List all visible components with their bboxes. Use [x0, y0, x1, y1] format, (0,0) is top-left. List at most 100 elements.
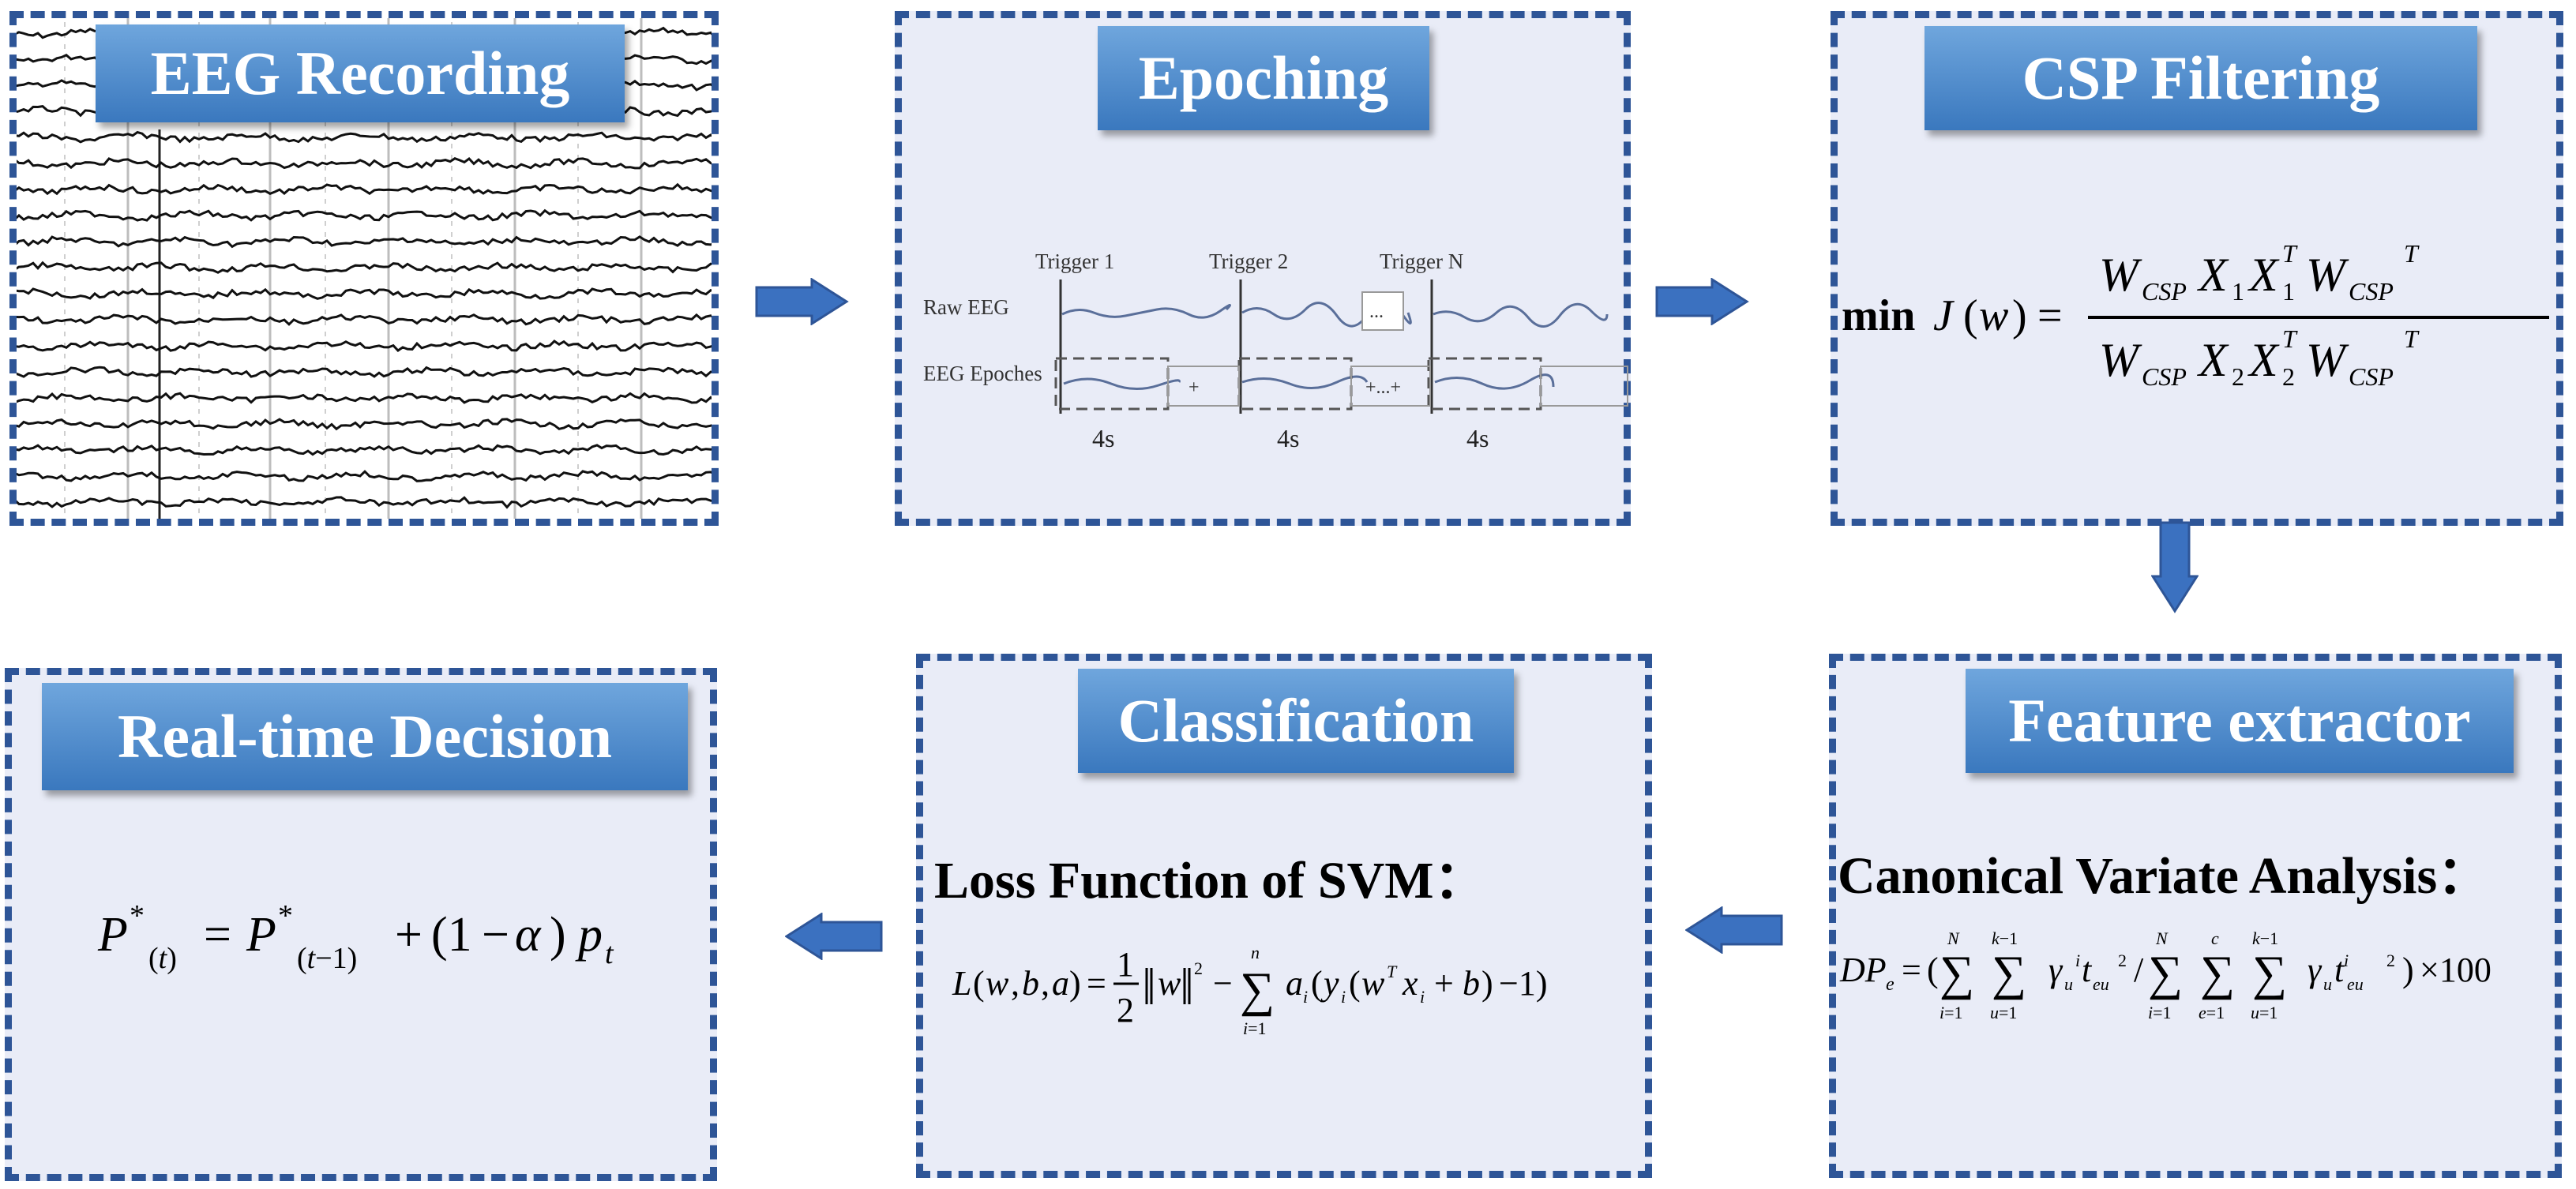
- svg-text:CSP: CSP: [2349, 277, 2394, 306]
- svg-text:γ: γ: [2048, 951, 2063, 989]
- decision-equation: P * (t) = P * (t−1) + (1 − α ) p t: [97, 899, 614, 975]
- real-time-decision-panel: Real-time Decision P * (t) = P * (t−1) +…: [5, 668, 717, 1181]
- svg-text:∑: ∑: [2200, 947, 2235, 1000]
- svg-text:(t−1): (t−1): [297, 942, 357, 975]
- eeg-channel-trace: [17, 339, 712, 352]
- eeg-channel-trace: [17, 470, 712, 482]
- svg-text:,: ,: [1041, 964, 1050, 1003]
- epoching-title-text: Epoching: [1138, 43, 1389, 112]
- svg-text:−1): −1): [1499, 964, 1547, 1003]
- csp-filtering-title: CSP Filtering: [1924, 26, 2477, 130]
- svg-text:): ): [2012, 291, 2027, 340]
- svg-text:e=1: e=1: [2199, 1003, 2225, 1022]
- classification-title: Classification: [1078, 669, 1514, 773]
- eeg-epoches-label: EEG Epoches: [923, 362, 1042, 385]
- svg-text:p: p: [575, 908, 603, 962]
- svg-text:J: J: [1933, 291, 1955, 340]
- svg-text:γ: γ: [2308, 951, 2323, 989]
- svg-text:i: i: [1341, 987, 1346, 1007]
- svg-text:i: i: [1420, 987, 1425, 1007]
- eeg-channel-trace: [17, 313, 712, 326]
- svg-text:X: X: [2247, 249, 2280, 301]
- eeg-channel-trace: [17, 366, 712, 378]
- svg-text:eu: eu: [2347, 974, 2364, 994]
- arrow-down-icon: [2151, 521, 2199, 613]
- arrow-right-icon: [1655, 278, 1749, 325]
- svg-text:1: 1: [1117, 945, 1134, 984]
- svg-text:CSP: CSP: [2349, 362, 2394, 391]
- svg-text:L: L: [952, 964, 971, 1003]
- feature-extractor-title-text: Feature extractor: [2008, 686, 2471, 755]
- eeg-channel-trace: [17, 182, 712, 196]
- svg-text:X: X: [2197, 249, 2229, 301]
- svg-text:1: 1: [2282, 277, 2295, 306]
- cva-equation: DP e = ( ∑ ∑ γ u i t eu 2 / ∑ ∑ ∑ γ u t …: [1839, 928, 2492, 1022]
- feature-extractor-panel: Feature extractor Canonical Variate Anal…: [1829, 654, 2562, 1178]
- plus-sign: +: [1188, 377, 1200, 398]
- svg-text:DP: DP: [1839, 951, 1887, 989]
- epoch-window: [1427, 357, 1542, 411]
- svg-text:∑: ∑: [1992, 947, 2026, 1000]
- svg-text:2: 2: [1194, 958, 1203, 978]
- svg-text:*: *: [278, 899, 293, 932]
- classification-title-text: Classification: [1117, 686, 1474, 755]
- svg-text:2: 2: [2118, 951, 2127, 970]
- real-time-decision-title: Real-time Decision: [42, 683, 688, 790]
- epoching-title: Epoching: [1098, 26, 1429, 130]
- svg-text:): ): [1069, 964, 1081, 1003]
- epoch-duration: 4s: [1277, 424, 1299, 452]
- svg-text:2: 2: [1117, 991, 1134, 1030]
- trigger-label: Trigger 1: [1035, 249, 1114, 273]
- ellipsis-box: [1361, 291, 1404, 331]
- arrow-right-icon: [755, 278, 849, 325]
- epoching-schematic: Trigger 1 Trigger 2 Trigger N Raw EEG EE…: [923, 249, 1628, 452]
- svg-text:(: (: [1349, 964, 1361, 1003]
- eeg-recording-panel: EEG Recording: [9, 11, 719, 526]
- svg-text:W: W: [2306, 249, 2349, 301]
- svg-text:∑: ∑: [1240, 963, 1275, 1017]
- svg-text:(: (: [1311, 964, 1323, 1003]
- svg-text:k−1: k−1: [2252, 928, 2278, 948]
- svg-text:u=1: u=1: [1990, 1003, 2017, 1022]
- svg-text:t: t: [605, 937, 614, 970]
- svg-text:P: P: [246, 908, 276, 962]
- svg-text:i: i: [2344, 951, 2349, 970]
- svg-text:u: u: [2323, 974, 2332, 994]
- real-time-decision-title-text: Real-time Decision: [118, 702, 612, 771]
- eeg-recording-title: EEG Recording: [96, 24, 625, 122]
- svg-text:X: X: [2247, 334, 2280, 386]
- svg-text:i: i: [1303, 987, 1308, 1007]
- svm-loss-equation: L ( w , b , a ) = 1 2 w 2 − ∑ a i ( y i …: [952, 943, 1547, 1038]
- canonical-variate-label: Canonical Variate Analysis：: [1838, 847, 2490, 905]
- eeg-channel-trace: [17, 235, 712, 249]
- svg-text:1: 1: [2232, 277, 2244, 306]
- svg-text:i=1: i=1: [1243, 1018, 1267, 1038]
- svg-text:−: −: [1213, 964, 1233, 1003]
- svg-text:(: (: [1927, 951, 1939, 989]
- trigger-label: Trigger N: [1380, 249, 1463, 273]
- trigger-label: Trigger 2: [1209, 249, 1288, 273]
- eeg-channel-trace: [17, 418, 712, 431]
- svg-text:y: y: [1320, 964, 1339, 1003]
- eeg-channel-trace: [17, 157, 712, 170]
- eeg-channel-trace: [17, 208, 712, 222]
- svg-text:x: x: [1402, 964, 1418, 1003]
- svg-text:∑: ∑: [2252, 947, 2287, 1000]
- svg-text:T: T: [2404, 239, 2420, 268]
- svg-text:eu: eu: [2093, 974, 2109, 994]
- svg-text:=: =: [204, 908, 231, 962]
- svg-text:CSP: CSP: [2142, 277, 2187, 306]
- svg-text:(t): (t): [148, 942, 177, 975]
- svg-text:=: =: [1902, 951, 1921, 989]
- svg-text:): ): [2402, 951, 2414, 989]
- svg-text:∑: ∑: [1940, 947, 1974, 1000]
- svg-text:=: =: [2037, 291, 2063, 340]
- svg-text:b: b: [1022, 964, 1039, 1003]
- arrow-left-icon: [785, 913, 883, 960]
- eeg-channel-trace: [17, 392, 712, 404]
- svg-text:b: b: [1463, 964, 1480, 1003]
- svg-text:=: =: [1087, 964, 1106, 1003]
- svg-text:T: T: [2282, 239, 2298, 268]
- svg-text:w: w: [1158, 964, 1181, 1003]
- svg-text:W: W: [2099, 334, 2142, 386]
